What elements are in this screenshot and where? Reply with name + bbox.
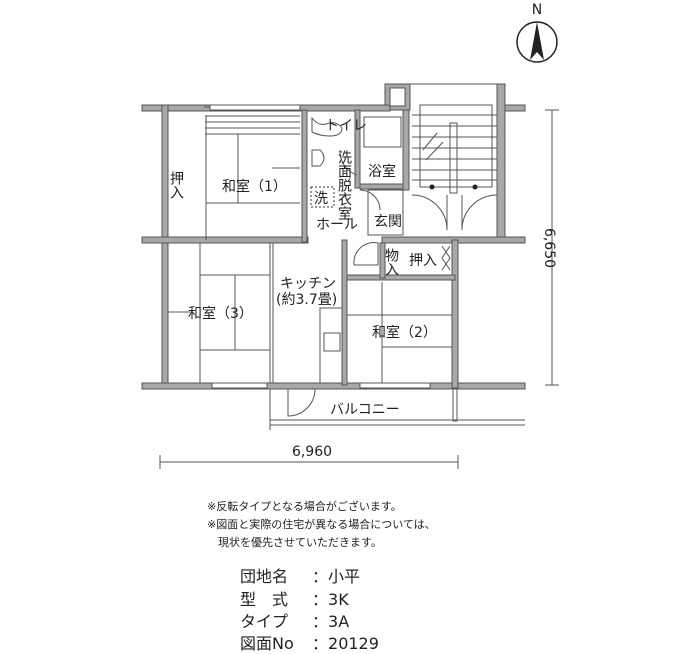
room-senmen: 洗面脱衣室	[336, 150, 352, 220]
room-oshiire-right: 押入	[409, 253, 437, 269]
info-key: 型 式	[240, 590, 289, 609]
width-dimension: 6,960	[292, 444, 332, 460]
info-row-taipu: タイプ ：3A	[240, 608, 349, 632]
room-kitchen: キッチン	[280, 276, 336, 292]
info-row-danchi: 団地名 ：小平	[240, 563, 360, 587]
north-compass-icon: N	[516, 2, 558, 63]
info-value: 20129	[328, 634, 379, 653]
room-oshiire-left: 押入	[168, 171, 184, 199]
note-3: 現状を優先させていただきます。	[207, 536, 382, 549]
info-row-drawing-no: 図面No ：20129	[240, 630, 379, 654]
colon: ：	[312, 612, 329, 631]
interior-lines	[168, 104, 525, 430]
colon: ：	[312, 590, 329, 609]
height-dimension: 6,650	[541, 228, 557, 268]
compass-label: N	[532, 2, 542, 18]
kitchen-size: (約3.7畳)	[276, 292, 337, 308]
info-row-type: 型 式 ：3K	[240, 586, 349, 610]
note-2: ※図面と実際の住宅が異なる場合については、	[207, 518, 436, 531]
room-bath: 浴室	[368, 163, 396, 180]
dimension-lines	[159, 109, 559, 469]
room-washitsu-3: 和室（3）	[188, 305, 253, 322]
info-value: 3A	[328, 612, 350, 631]
room-toilet: トイレ	[325, 118, 367, 134]
room-washitsu-2: 和室（2）	[372, 324, 437, 341]
info-value: 小平	[328, 567, 361, 586]
room-balcony: バルコニー	[330, 402, 400, 418]
note-1: ※反転タイプとなる場合がございます。	[207, 500, 402, 513]
staircase	[384, 83, 498, 231]
info-value: 3K	[328, 590, 349, 609]
room-genkan: 玄関	[374, 213, 402, 230]
room-washitsu-1: 和室（1）	[222, 178, 287, 195]
colon: ：	[312, 634, 329, 653]
info-key: 図面No	[240, 634, 294, 653]
colon: ：	[312, 567, 329, 586]
room-monoire: 物入	[383, 248, 399, 276]
info-key: タイプ	[240, 612, 289, 631]
info-key: 団地名	[240, 567, 289, 586]
room-hall: ホール	[316, 217, 358, 233]
washer-space	[310, 186, 335, 208]
washer-label: 洗	[314, 191, 328, 207]
